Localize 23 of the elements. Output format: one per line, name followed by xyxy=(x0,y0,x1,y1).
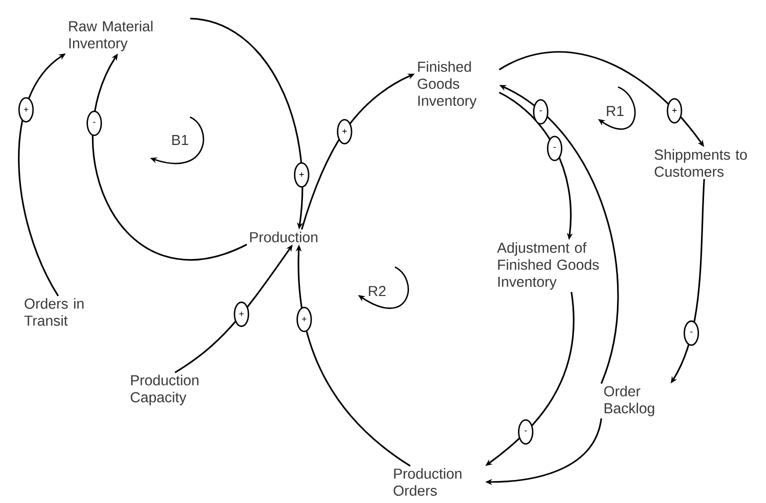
polarity-sign: + xyxy=(294,162,310,188)
loop-label: B1 xyxy=(172,135,188,145)
variable-label: Raw Material Inventory xyxy=(69,20,152,52)
loop-label: R2 xyxy=(368,286,386,296)
polarity-sign: + xyxy=(296,306,312,332)
polarity-sign: - xyxy=(86,110,102,136)
polarity-sign: - xyxy=(518,419,534,445)
variable-label: Production Orders xyxy=(394,468,462,496)
polarity-sign: + xyxy=(18,97,34,122)
variable-label: Production xyxy=(250,232,318,242)
variable-label: Order Backlog xyxy=(604,386,654,416)
polarity-sign: + xyxy=(234,302,250,327)
variable-label: Adjustment of Finished Goods Inventory xyxy=(497,242,599,290)
loop-label: R1 xyxy=(606,106,624,116)
variable-label: Production Capacity xyxy=(130,374,198,406)
variable-label: Shippments to Customers xyxy=(654,149,747,177)
polarity-sign: - xyxy=(546,136,562,162)
polarity-sign: - xyxy=(532,99,548,125)
variable-label: Finished Goods Inventory xyxy=(418,61,477,109)
polarity-sign: + xyxy=(666,98,682,124)
polarity-sign: + xyxy=(336,118,352,144)
polarity-sign: - xyxy=(684,320,700,346)
variable-label: Orders in Transit xyxy=(24,298,84,326)
